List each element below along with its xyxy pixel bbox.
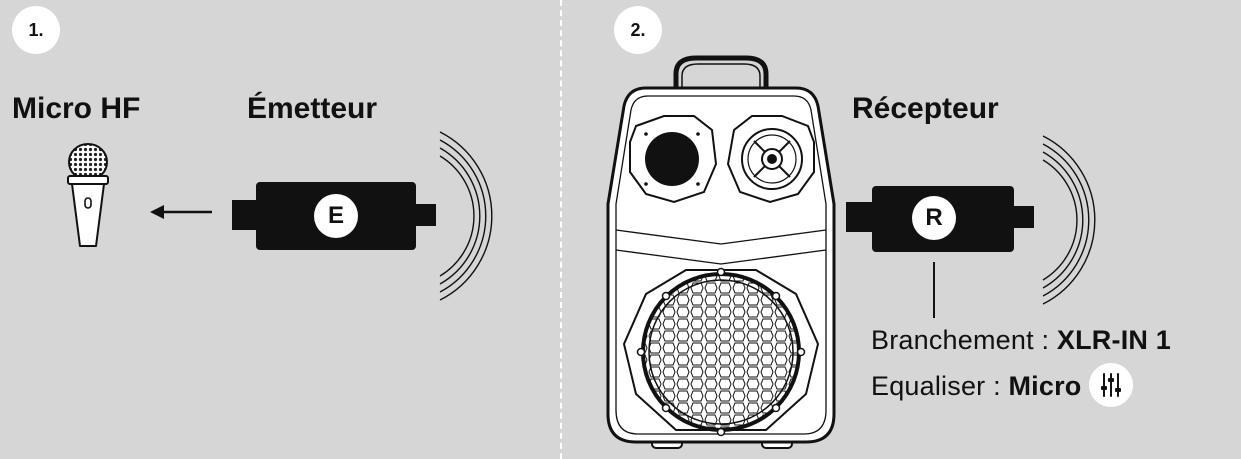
connection-info: Branchement : XLR-IN 1 — [871, 325, 1171, 356]
equalizer-sliders-icon — [1089, 363, 1133, 407]
arrow-left-icon — [150, 202, 220, 222]
wireless-waves-icon — [1033, 130, 1133, 310]
wireless-waves-icon — [430, 126, 530, 306]
transmitter-label: Émetteur — [247, 92, 377, 126]
connection-line — [933, 262, 935, 318]
receiver-letter: R — [912, 200, 956, 236]
microphone-icon — [58, 142, 118, 252]
step-1-badge: 1. — [12, 6, 60, 54]
step-2-badge: 2. — [614, 6, 662, 54]
mic-label: Micro HF — [12, 92, 140, 126]
step-1-number: 1. — [28, 20, 43, 41]
equalizer-value: Micro — [1008, 371, 1081, 401]
step-2-number: 2. — [630, 20, 645, 41]
equalizer-prefix: Equaliser : — [871, 371, 1008, 401]
step-1-panel: 1. Micro HF Émetteur E — [0, 0, 560, 459]
speaker-device — [606, 54, 836, 454]
transmitter-letter: E — [314, 198, 358, 234]
connection-value: XLR-IN 1 — [1057, 325, 1171, 355]
step-2-panel: 2. — [561, 0, 1241, 459]
equalizer-info: Equaliser : Micro — [871, 366, 1133, 410]
receiver-label: Récepteur — [852, 92, 999, 126]
connection-prefix: Branchement : — [871, 325, 1057, 355]
